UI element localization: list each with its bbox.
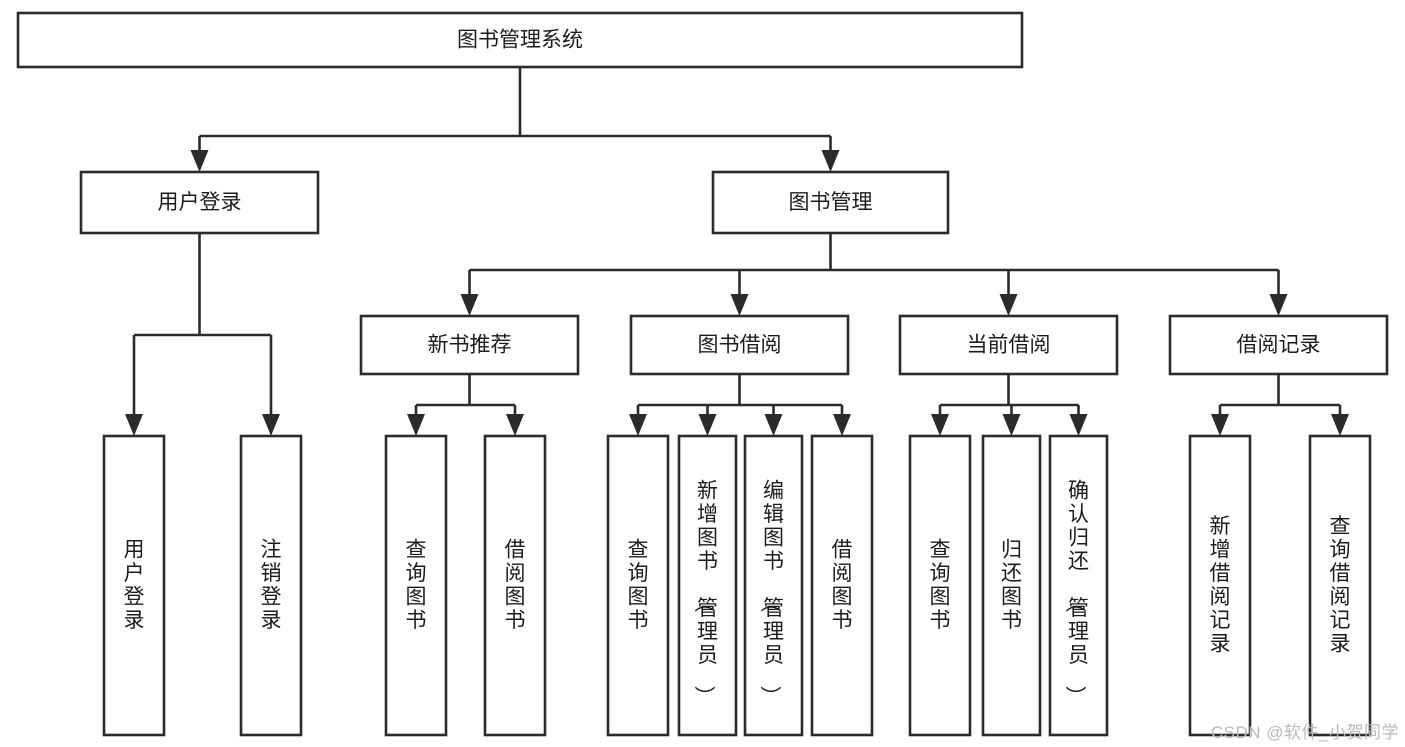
arrow-head-icon: [506, 414, 524, 436]
node-leaf-query-book-2-box[interactable]: [606, 434, 670, 737]
node-leaf-borrow-book-2-box[interactable]: [810, 434, 874, 737]
node-leaf-add-record-label: 新增借阅记录: [1210, 515, 1231, 656]
arrow-head-icon: [999, 294, 1018, 316]
node-leaf-user-logout-box[interactable]: [239, 434, 303, 737]
node-leaf-add-record-box[interactable]: [1188, 434, 1252, 737]
arrow-head-icon: [1331, 414, 1349, 436]
node-leaf-query-record-label: 查询借阅记录: [1330, 515, 1351, 656]
arrow-head-icon: [1002, 414, 1021, 436]
node-leaf-add-book-label: 新增图书（管理员）: [692, 480, 718, 707]
arrow-head-icon: [1211, 414, 1229, 436]
node-root-box[interactable]: [16, 11, 1024, 69]
node-leaf-return-book-label: 归还图书: [1001, 538, 1022, 632]
node-user-login-label: 用户登录: [158, 191, 242, 214]
node-book-manage-box[interactable]: [711, 170, 950, 235]
node-borrow-record-box[interactable]: [1168, 314, 1389, 376]
node-leaf-borrow-book-1-box[interactable]: [483, 434, 547, 737]
node-leaf-query-book-3-label: 查询图书: [930, 538, 951, 632]
node-book-borrow-box[interactable]: [629, 314, 850, 376]
node-leaf-add-book-box[interactable]: [677, 434, 738, 737]
arrow-head-icon: [764, 414, 783, 436]
node-book-manage-label: 图书管理: [789, 191, 873, 214]
node-leaf-edit-book-box[interactable]: [743, 434, 804, 737]
node-leaf-edit-book-label: 编辑图书（管理员）: [758, 480, 784, 707]
arrow-head-icon: [262, 414, 280, 436]
arrow-head-icon: [730, 294, 749, 316]
node-leaf-user-login-box[interactable]: [102, 434, 166, 737]
node-leaf-user-login-label: 用户登录: [124, 538, 145, 632]
arrow-head-icon: [629, 414, 647, 436]
node-leaf-confirm-return-box[interactable]: [1048, 434, 1109, 737]
node-leaf-query-book-1-label: 查询图书: [406, 538, 427, 632]
node-leaf-borrow-book-1-label: 借阅图书: [505, 538, 526, 632]
node-leaf-query-book-3-box[interactable]: [908, 434, 972, 737]
arrow-head-icon: [931, 414, 949, 436]
node-leaf-query-book-1-box[interactable]: [384, 434, 448, 737]
node-leaf-query-record-box[interactable]: [1308, 434, 1372, 737]
arrow-head-icon: [698, 414, 717, 436]
arrow-head-icon: [1269, 294, 1288, 316]
arrow-head-icon: [125, 414, 143, 436]
node-user-login-box[interactable]: [79, 170, 320, 235]
node-leaf-query-book-2-label: 查询图书: [628, 538, 649, 632]
node-borrow-record-label: 借阅记录: [1237, 334, 1321, 357]
node-root-label: 图书管理系统: [457, 29, 583, 52]
node-new-book-recommend-box[interactable]: [359, 314, 580, 376]
arrow-head-icon: [833, 414, 851, 436]
connector-layer: [125, 67, 1349, 436]
arrow-head-icon: [1069, 414, 1088, 436]
node-current-borrow-label: 当前借阅: [967, 334, 1051, 357]
node-leaf-return-book-box[interactable]: [981, 434, 1042, 737]
node-new-book-recommend-label: 新书推荐: [428, 334, 512, 357]
arrow-head-icon: [190, 150, 209, 172]
node-leaf-user-logout-label: 注销登录: [261, 538, 282, 632]
node-current-borrow-box[interactable]: [898, 314, 1119, 376]
node-leaf-confirm-return-label: 确认归还（管理员）: [1063, 480, 1089, 707]
node-leaf-borrow-book-2-label: 借阅图书: [832, 538, 853, 632]
arrow-head-icon: [821, 150, 840, 172]
arrow-head-icon: [460, 294, 479, 316]
node-layer: 图书管理系统用户登录图书管理新书推荐图书借阅当前借阅借阅记录用户登录注销登录查询…: [16, 11, 1389, 737]
arrow-head-icon: [407, 414, 425, 436]
node-book-borrow-label: 图书借阅: [698, 334, 782, 357]
